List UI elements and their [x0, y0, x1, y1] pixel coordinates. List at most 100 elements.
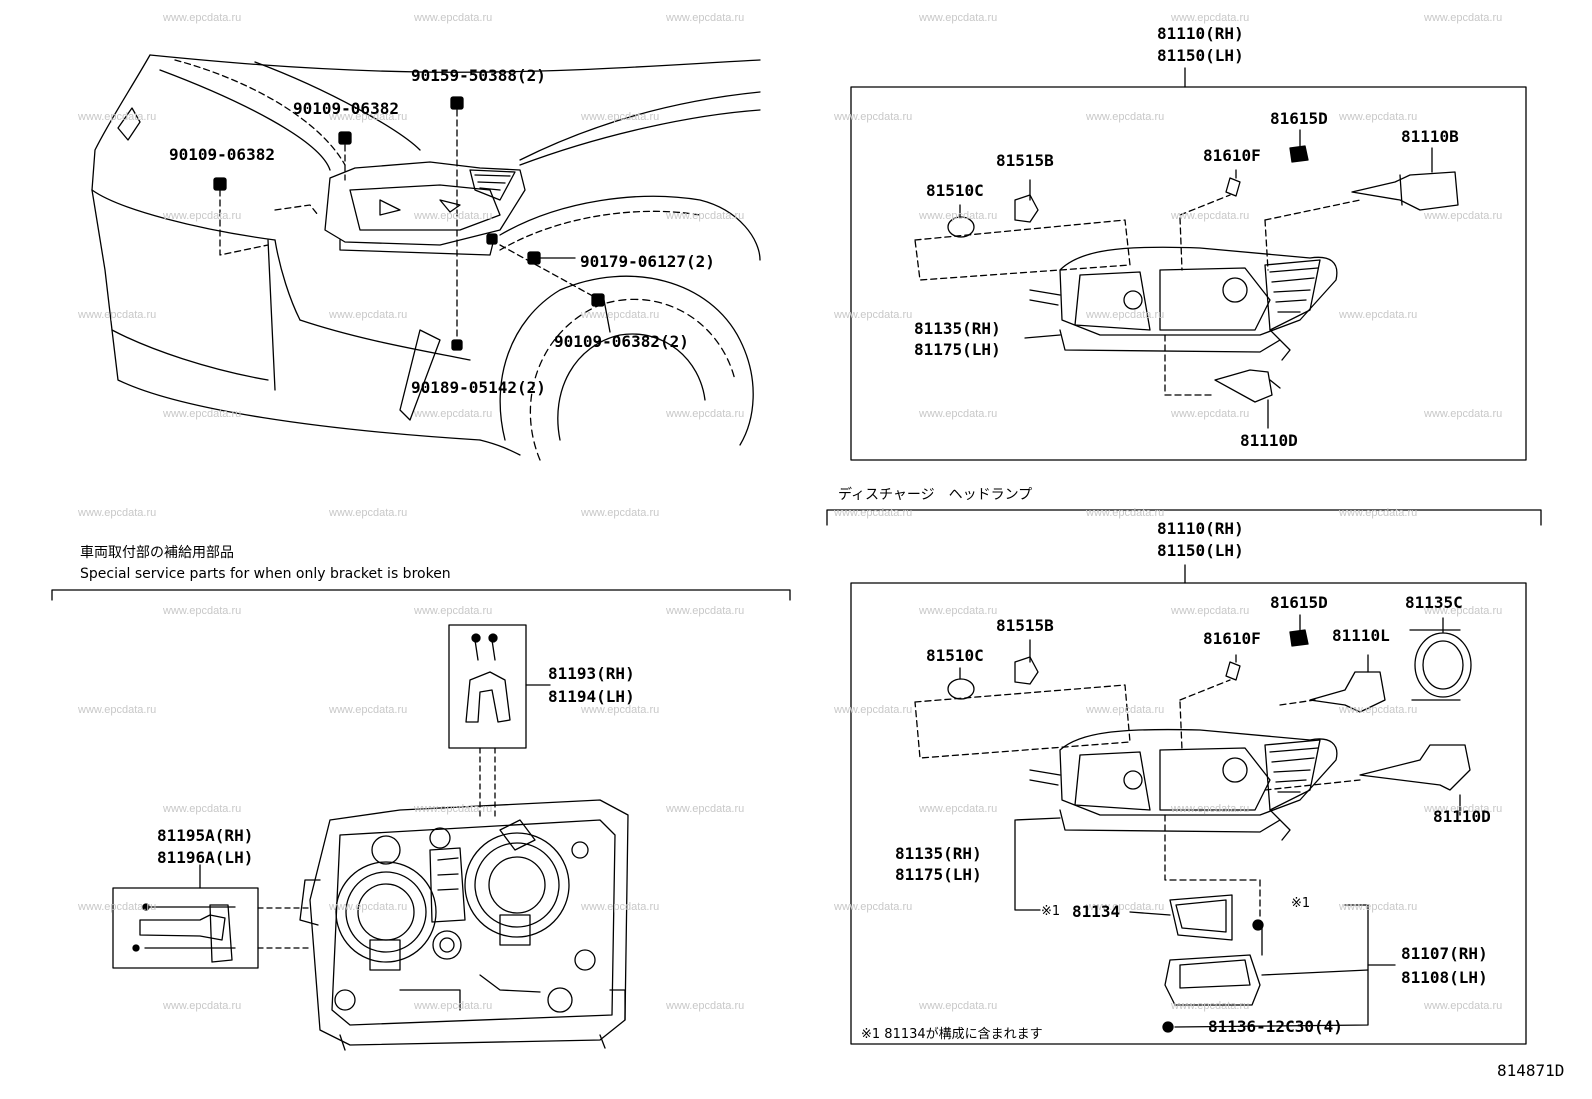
- watermark-text: www.epcdata.ru: [666, 12, 745, 24]
- watermark-text: www.epcdata.ru: [329, 704, 408, 716]
- watermark-text: www.epcdata.ru: [666, 408, 745, 420]
- watermark-text: www.epcdata.ru: [1339, 309, 1418, 321]
- lower-part-81136-12C30[interactable]: 81136-12C30(4): [1208, 1017, 1343, 1036]
- watermark-text: www.epcdata.ru: [919, 605, 998, 617]
- watermark-text: www.epcdata.ru: [1171, 12, 1250, 24]
- lower-part-81134[interactable]: 81134: [1072, 902, 1121, 921]
- bracket-part-81195A[interactable]: 81195A(RH): [157, 826, 254, 845]
- watermark-text: www.epcdata.ru: [78, 309, 157, 321]
- watermark-text: www.epcdata.ru: [78, 704, 157, 716]
- discharge-section-title: ディスチャージ ヘッドランプ: [838, 487, 1033, 503]
- watermark-text: www.epcdata.ru: [329, 901, 408, 913]
- watermark-text: www.epcdata.ru: [1339, 111, 1418, 123]
- watermark-text: www.epcdata.ru: [414, 210, 493, 222]
- watermark-text: www.epcdata.ru: [163, 803, 242, 815]
- part-90159-50388[interactable]: 90159-50388(2): [411, 66, 546, 85]
- lower-part-81510C[interactable]: 81510C: [926, 646, 984, 665]
- watermark-text: www.epcdata.ru: [581, 704, 660, 716]
- upper-part-81610F[interactable]: 81610F: [1203, 146, 1261, 165]
- upper-head-lh[interactable]: 81150(LH): [1157, 46, 1244, 65]
- upper-part-81110D[interactable]: 81110D: [1240, 431, 1298, 450]
- upper-part-81615D[interactable]: 81615D: [1270, 109, 1328, 128]
- watermark-text: www.epcdata.ru: [919, 803, 998, 815]
- watermark-text: www.epcdata.ru: [1424, 803, 1503, 815]
- watermark-text: www.epcdata.ru: [414, 1000, 493, 1012]
- upper-housing-rh[interactable]: 81135(RH): [914, 319, 1001, 338]
- part-90179-06127[interactable]: 90179-06127(2): [580, 252, 715, 271]
- part-90189-05142[interactable]: 90189-05142(2): [411, 378, 546, 397]
- upper-housing-lh[interactable]: 81175(LH): [914, 340, 1001, 359]
- watermark-text: www.epcdata.ru: [834, 901, 913, 913]
- lower-ballast-rh[interactable]: 81107(RH): [1401, 944, 1488, 963]
- upper-part-81510C[interactable]: 81510C: [926, 181, 984, 200]
- lower-housing-rh[interactable]: 81135(RH): [895, 844, 982, 863]
- watermark-text: www.epcdata.ru: [666, 605, 745, 617]
- watermark-text: www.epcdata.ru: [414, 408, 493, 420]
- upper-head-rh[interactable]: 81110(RH): [1157, 24, 1244, 43]
- lower-part-81110D[interactable]: 81110D: [1433, 807, 1491, 826]
- bracket-section-title-jp: 車両取付部の補給用部品: [80, 545, 234, 561]
- lower-ballast-lh[interactable]: 81108(LH): [1401, 968, 1488, 987]
- watermark-text: www.epcdata.ru: [163, 1000, 242, 1012]
- bracket-section-title-en: Special service parts for when only brac…: [80, 566, 451, 582]
- watermark-text: www.epcdata.ru: [1171, 605, 1250, 617]
- lower-footnote: ※1 81134が構成に含まれます: [861, 1027, 1043, 1042]
- watermark-text: www.epcdata.ru: [666, 210, 745, 222]
- watermark-text: www.epcdata.ru: [1424, 12, 1503, 24]
- watermark-text: www.epcdata.ru: [163, 12, 242, 24]
- watermark-text: www.epcdata.ru: [581, 111, 660, 123]
- watermark-text: www.epcdata.ru: [919, 408, 998, 420]
- watermark-text: www.epcdata.ru: [1339, 704, 1418, 716]
- watermark-text: www.epcdata.ru: [919, 1000, 998, 1012]
- watermark-text: www.epcdata.ru: [919, 12, 998, 24]
- lower-part-81135C[interactable]: 81135C: [1405, 593, 1463, 612]
- watermark-text: www.epcdata.ru: [834, 507, 913, 519]
- watermark-text: www.epcdata.ru: [329, 111, 408, 123]
- lower-housing-lh[interactable]: 81175(LH): [895, 865, 982, 884]
- part-90109-06382-right[interactable]: 90109-06382(2): [554, 332, 689, 351]
- upper-part-81110B[interactable]: 81110B: [1401, 127, 1459, 146]
- part-90109-06382-top[interactable]: 90109-06382: [293, 99, 399, 118]
- watermark-text: www.epcdata.ru: [581, 507, 660, 519]
- upper-part-81515B[interactable]: 81515B: [996, 151, 1054, 170]
- watermark-text: www.epcdata.ru: [163, 408, 242, 420]
- bracket-part-81193[interactable]: 81193(RH): [548, 664, 635, 683]
- diagram-code: 814871D: [1497, 1061, 1565, 1080]
- watermark-text: www.epcdata.ru: [919, 210, 998, 222]
- watermark-text: www.epcdata.ru: [1339, 901, 1418, 913]
- watermark-text: www.epcdata.ru: [1424, 1000, 1503, 1012]
- watermark-text: www.epcdata.ru: [329, 507, 408, 519]
- watermark-text: www.epcdata.ru: [1171, 1000, 1250, 1012]
- reference-mark-2: ※1: [1291, 896, 1311, 911]
- bracket-part-81194[interactable]: 81194(LH): [548, 687, 635, 706]
- watermark-text: www.epcdata.ru: [666, 1000, 745, 1012]
- bracket-part-81196A[interactable]: 81196A(LH): [157, 848, 254, 867]
- watermark-text: www.epcdata.ru: [1171, 210, 1250, 222]
- watermark-text: www.epcdata.ru: [581, 901, 660, 913]
- watermark-text: www.epcdata.ru: [1171, 408, 1250, 420]
- watermark-text: www.epcdata.ru: [1086, 901, 1165, 913]
- watermark-text: www.epcdata.ru: [414, 605, 493, 617]
- watermark-text: www.epcdata.ru: [78, 111, 157, 123]
- watermark-text: www.epcdata.ru: [834, 309, 913, 321]
- watermark-text: www.epcdata.ru: [1424, 605, 1503, 617]
- lower-head-lh[interactable]: 81150(LH): [1157, 541, 1244, 560]
- watermark-text: www.epcdata.ru: [1339, 507, 1418, 519]
- watermark-text: www.epcdata.ru: [581, 309, 660, 321]
- halogen-headlamp-assembly-drawing: [850, 67, 1527, 461]
- discharge-headlamp-assembly-drawing: [826, 509, 1542, 1045]
- lower-part-81515B[interactable]: 81515B: [996, 616, 1054, 635]
- watermark-text: www.epcdata.ru: [78, 507, 157, 519]
- watermark-text: www.epcdata.ru: [163, 210, 242, 222]
- lower-head-rh[interactable]: 81110(RH): [1157, 519, 1244, 538]
- lower-part-81110L[interactable]: 81110L: [1332, 626, 1390, 645]
- watermark-text: www.epcdata.ru: [1424, 408, 1503, 420]
- lower-part-81615D[interactable]: 81615D: [1270, 593, 1328, 612]
- watermark-text: www.epcdata.ru: [1086, 111, 1165, 123]
- part-90109-06382-left[interactable]: 90109-06382: [169, 145, 275, 164]
- watermark-text: www.epcdata.ru: [834, 704, 913, 716]
- watermark-text: www.epcdata.ru: [1086, 507, 1165, 519]
- watermark-text: www.epcdata.ru: [1424, 210, 1503, 222]
- lower-part-81610F[interactable]: 81610F: [1203, 629, 1261, 648]
